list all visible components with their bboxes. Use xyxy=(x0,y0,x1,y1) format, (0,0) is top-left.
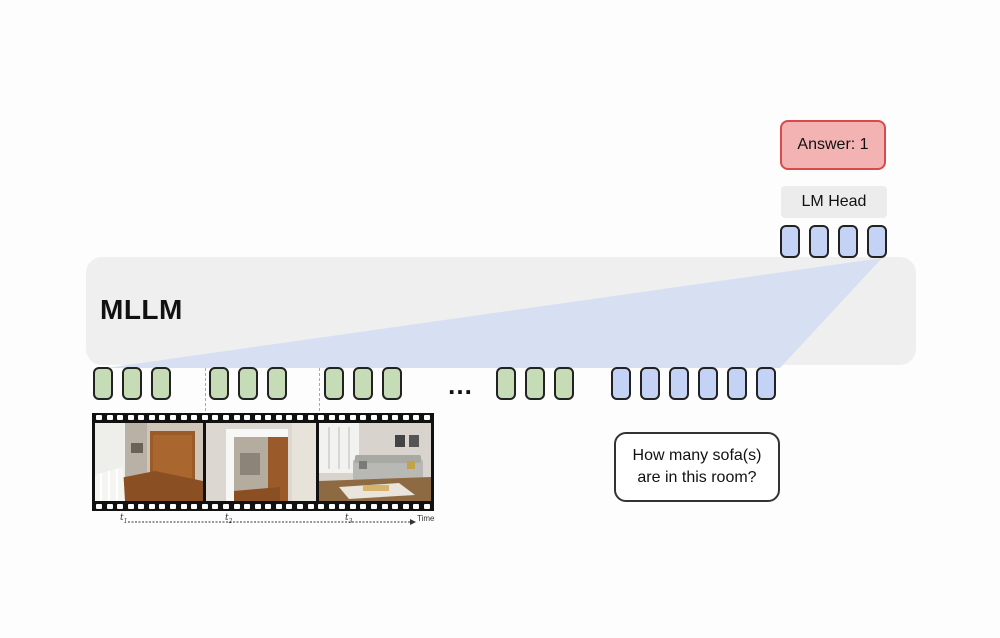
time-tick-2: t2 xyxy=(225,513,233,525)
time-tick-1: t1 xyxy=(120,513,128,525)
text-token xyxy=(756,367,776,400)
output-token xyxy=(838,225,858,258)
time-axis: t1 t2 t3 Time xyxy=(92,513,437,527)
text-token xyxy=(669,367,689,400)
sprocket-row xyxy=(96,415,430,420)
answer-box: Answer: 1 xyxy=(780,120,886,170)
sprocket-row xyxy=(96,504,430,509)
visual-token xyxy=(151,367,171,400)
visual-token xyxy=(238,367,258,400)
video-frame-2 xyxy=(206,423,316,501)
question-line-2: are in this room? xyxy=(637,469,757,486)
visual-token xyxy=(353,367,373,400)
visual-token xyxy=(209,367,229,400)
visual-token xyxy=(496,367,516,400)
attention-region xyxy=(106,258,882,368)
video-frame-1 xyxy=(95,423,203,501)
frame-divider xyxy=(319,368,320,416)
visual-token xyxy=(525,367,545,400)
frame-divider xyxy=(205,368,206,416)
question-box: How many sofa(s) are in this room? xyxy=(614,432,780,502)
video-frame-3 xyxy=(319,423,431,501)
text-token xyxy=(698,367,718,400)
visual-token xyxy=(324,367,344,400)
output-token xyxy=(867,225,887,258)
visual-token xyxy=(122,367,142,400)
text-token xyxy=(640,367,660,400)
time-axis-label: Time xyxy=(417,514,435,523)
visual-token xyxy=(382,367,402,400)
output-token xyxy=(809,225,829,258)
text-token xyxy=(611,367,631,400)
visual-token xyxy=(267,367,287,400)
question-line-1: How many sofa(s) xyxy=(632,447,762,464)
mllm-label: MLLM xyxy=(100,294,183,325)
video-filmstrip xyxy=(92,413,434,511)
visual-token xyxy=(554,367,574,400)
ellipsis: … xyxy=(447,370,475,400)
output-token xyxy=(780,225,800,258)
time-tick-3: t3 xyxy=(345,513,353,525)
text-token xyxy=(727,367,747,400)
lm-head: LM Head xyxy=(781,186,887,218)
visual-token xyxy=(93,367,113,400)
